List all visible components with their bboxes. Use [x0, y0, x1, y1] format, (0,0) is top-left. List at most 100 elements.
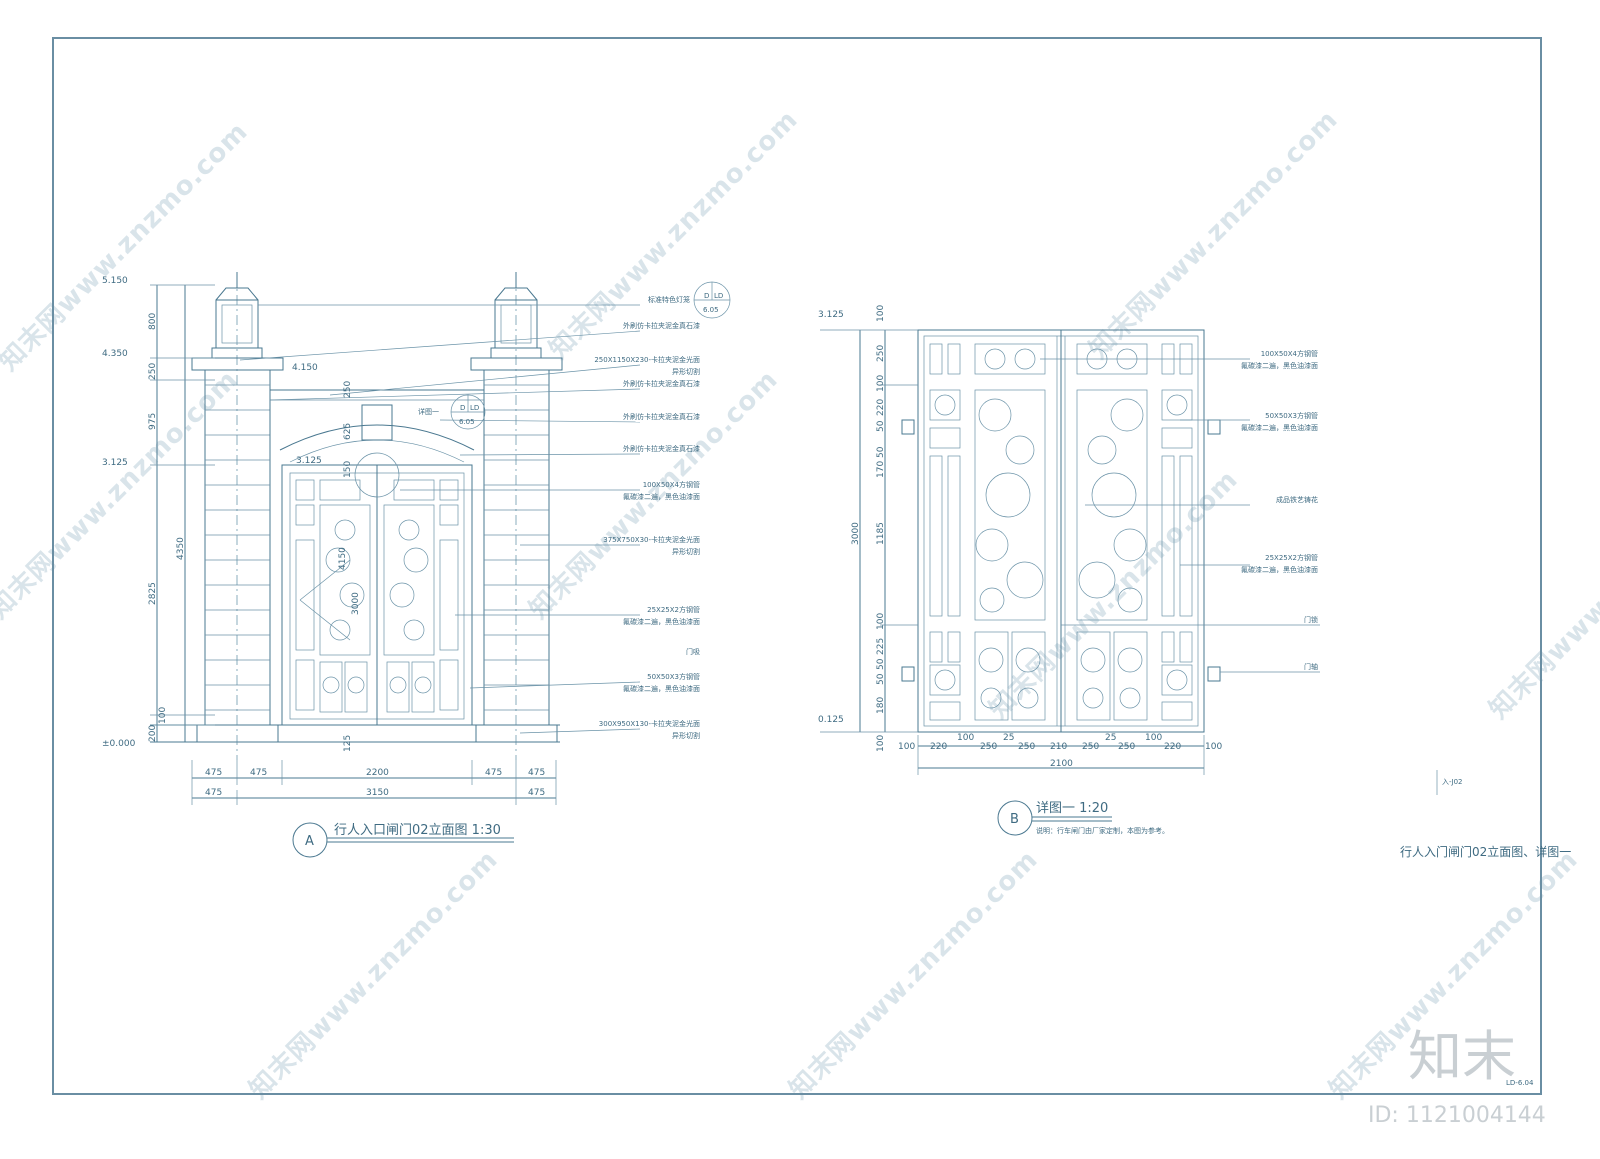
- dimension-label: 250: [980, 742, 997, 752]
- callout-text: 外刷仿卡拉夹泥金真石漆: [623, 444, 700, 453]
- dimension-label: 475: [205, 768, 222, 778]
- brand-logo: 知末: [1408, 1025, 1516, 1088]
- callout-text: 50X50X3方钢管: [1265, 411, 1318, 420]
- sheet-small-label: 入-J02: [1442, 778, 1463, 786]
- watermark-text: 知末网www.znzmo.com: [244, 845, 504, 1105]
- dimension-label: 4350: [176, 537, 186, 560]
- callout-text: 25X25X2方钢管: [1265, 553, 1318, 562]
- dimension-label: 250: [343, 381, 353, 398]
- callout-text: 50X50X3方钢管: [647, 672, 700, 681]
- callout-sub: 异形切割: [672, 731, 700, 740]
- dimension-label: 250: [876, 345, 886, 362]
- dimension-label: 2200: [366, 768, 389, 778]
- dimension-label: 2825: [148, 582, 158, 605]
- dimension-label: 475: [528, 768, 545, 778]
- right-pillar: [483, 369, 550, 726]
- callout-text: 100X50X4方钢管: [643, 480, 700, 489]
- ref-code: LD: [714, 292, 723, 300]
- dimension-label: 3000: [351, 592, 361, 615]
- callout-text: 成品铁艺铸花: [1276, 495, 1318, 504]
- brand-id: ID: 1121004144: [1368, 1103, 1546, 1128]
- callout-sub: 氟碳漆二遍，黑色油漆面: [1241, 361, 1318, 370]
- callout-text: 外刷仿卡拉夹泥金真石漆: [623, 412, 700, 421]
- dimension-label: 250: [1118, 742, 1135, 752]
- callout-text: 标准特色灯笼: [648, 295, 690, 304]
- dimension-label: 100: [876, 375, 886, 392]
- dimension-label: 220: [876, 399, 886, 416]
- elevation-marker: ±0.000: [102, 739, 136, 749]
- dimension-label: 250: [148, 363, 158, 380]
- sheet-title: 行人入门闸门02立面图、详图一: [1400, 844, 1571, 859]
- dimension-label: 50: [876, 420, 886, 432]
- watermark-text: 知末网www.znzmo.com: [0, 365, 244, 625]
- dimension-label: 3000: [851, 522, 861, 545]
- dimension-label: 220: [1164, 742, 1181, 752]
- elevation-marker: 3.125: [102, 458, 128, 468]
- dimension-label: 25: [1105, 733, 1116, 743]
- dimension-label: 250: [1018, 742, 1035, 752]
- dimension-label: 100: [957, 733, 974, 743]
- elevation-marker: 4.150: [292, 363, 318, 373]
- callout-text: 门锁: [1304, 615, 1318, 624]
- callout-text: 25X25X2方钢管: [647, 605, 700, 614]
- title-b-note: 说明：行车闸门由厂家定制，本图为参考。: [1036, 826, 1169, 835]
- watermark-text: 知末网www.znzmo.com: [1084, 105, 1344, 365]
- title-letter-a: A: [305, 834, 314, 849]
- callout-sub: 异形切割: [672, 547, 700, 556]
- ref-label: 详图一: [418, 407, 439, 416]
- dimension-label: 625: [343, 423, 353, 440]
- callout-text: 外刷仿卡拉夹泥金真石漆: [623, 379, 700, 388]
- title-b: 详图一 1:20: [1036, 801, 1108, 816]
- sheet-border: [52, 37, 1542, 1095]
- dimension-label: 125: [343, 735, 353, 752]
- elevation-a: [150, 272, 731, 858]
- title-a: 行人入口闸门02立面图 1:30: [334, 823, 501, 838]
- dimension-label: 2100: [1050, 759, 1073, 769]
- callout-sub: 异形切割: [672, 367, 700, 376]
- callout-sub: 氟碳漆二遍，黑色油漆面: [623, 617, 700, 626]
- callout-text: 250X1150X230-卡拉夹泥金光面: [594, 355, 700, 364]
- dimension-label: 100: [158, 707, 168, 724]
- watermark-layer: 知末网www.znzmo.com 知末网www.znzmo.com 知末网www…: [0, 105, 1600, 1105]
- dimension-label: 100: [1145, 733, 1162, 743]
- ref-sheet: 6.05: [459, 418, 475, 426]
- elevation-marker: 4.350: [102, 349, 128, 359]
- dimension-label: 3150: [366, 788, 389, 798]
- dimension-label: 180: [876, 697, 886, 714]
- callout-sub: 氟碳漆二遍，黑色油漆面: [623, 684, 700, 693]
- callout-text: 门吸: [686, 647, 700, 656]
- page-mark: LD-6.04: [1506, 1079, 1534, 1087]
- dimension-label: 250: [1082, 742, 1099, 752]
- elevation-marker: 5.150: [102, 276, 128, 286]
- dimension-label: 25: [1003, 733, 1014, 743]
- dimension-label: 1185: [876, 522, 886, 545]
- dimension-label: 50: [876, 658, 886, 670]
- callout-sub: 氟碳漆二遍，黑色油漆面: [1241, 423, 1318, 432]
- ref-sheet: 6.05: [703, 306, 719, 314]
- callout-text: 外刷仿卡拉夹泥金真石漆: [623, 321, 700, 330]
- dimension-label: 100: [876, 613, 886, 630]
- dimension-label: 210: [1050, 742, 1067, 752]
- dimension-label: 225: [876, 638, 886, 655]
- keystone: [361, 404, 393, 441]
- elevation-marker: 3.125: [818, 310, 844, 320]
- detail-b: [820, 329, 1320, 836]
- elevation-marker: 3.125: [296, 456, 322, 466]
- dimension-label: 170: [876, 461, 886, 478]
- dimension-label: 100: [876, 735, 886, 752]
- dimension-label: 100: [1205, 742, 1222, 752]
- dimension-label: 800: [148, 313, 158, 330]
- watermark-text: 知末网www.znzmo.com: [784, 845, 1044, 1105]
- dimension-label: 475: [485, 768, 502, 778]
- callout-text: 100X50X4方钢管: [1261, 349, 1318, 358]
- left-pillar: [204, 369, 271, 726]
- callout-sub: 氟碳漆二遍，黑色油漆面: [1241, 565, 1318, 574]
- callout-sub: 氟碳漆二遍，黑色油漆面: [623, 492, 700, 501]
- dimension-label: 100: [876, 305, 886, 322]
- dimension-label: 200: [148, 725, 158, 742]
- dimension-label: 220: [930, 742, 947, 752]
- callout-text: 300X950X130-卡拉夹泥金光面: [599, 719, 700, 728]
- dimension-label: 475: [250, 768, 267, 778]
